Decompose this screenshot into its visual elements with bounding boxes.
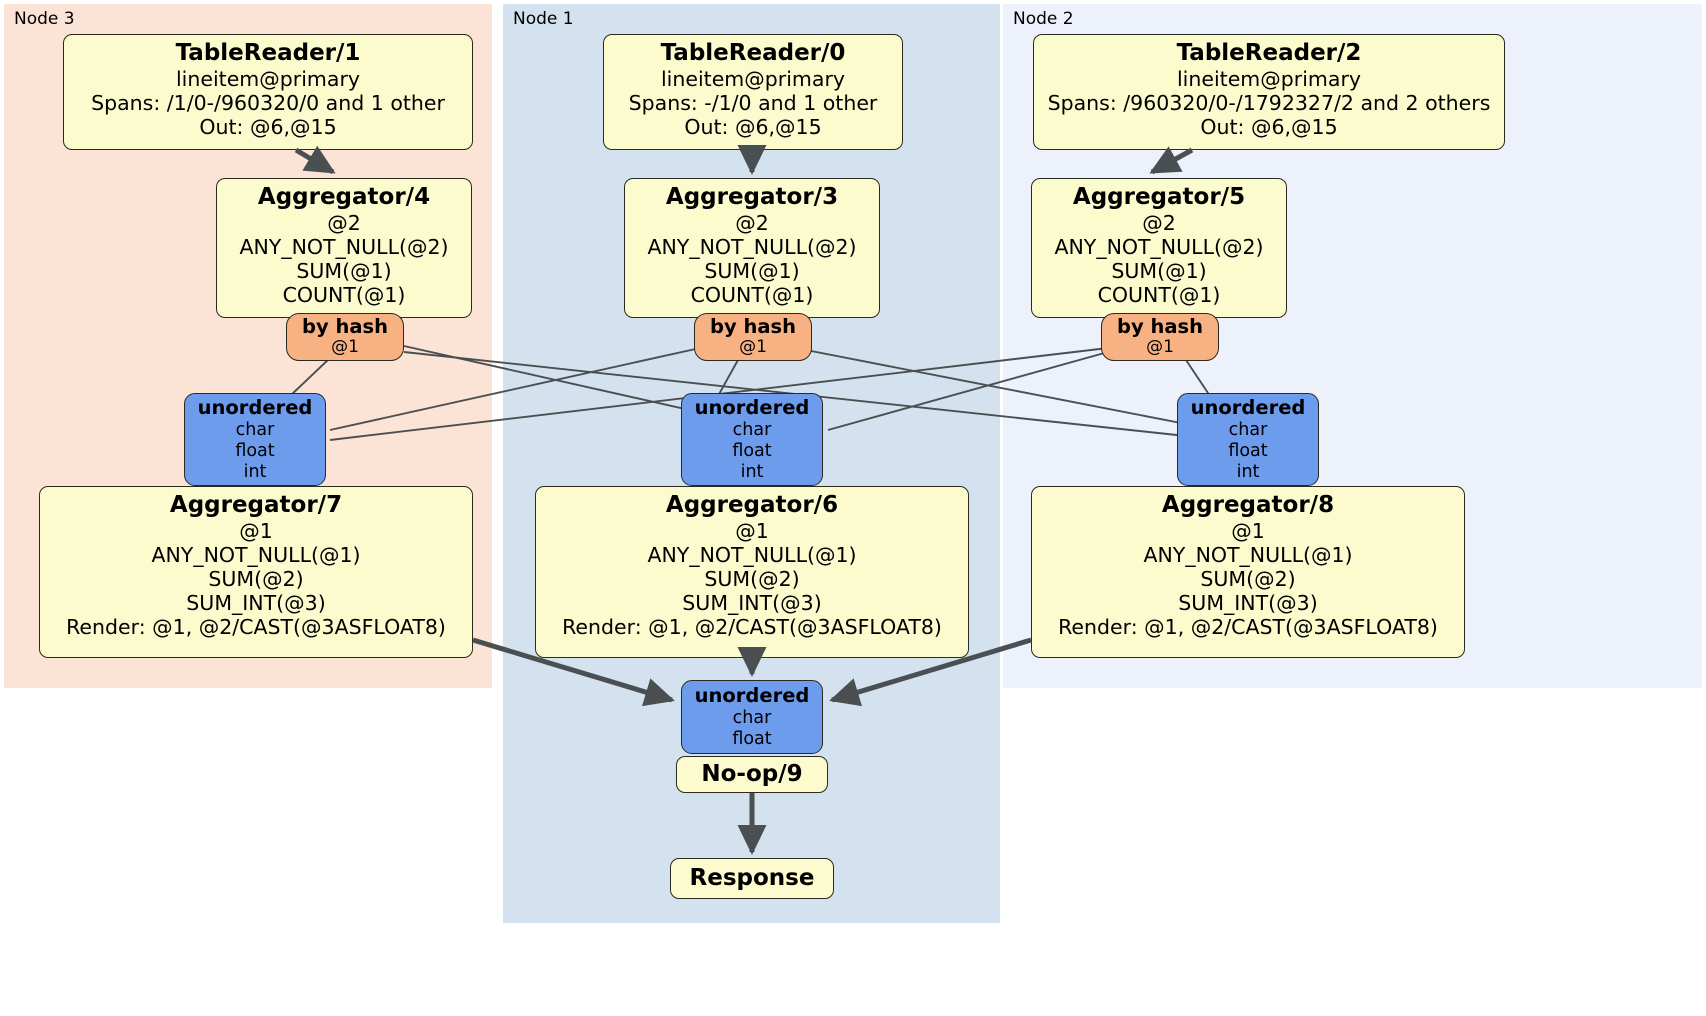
synchronizer-line: int xyxy=(740,461,764,482)
synchronizer-line: float xyxy=(235,440,275,461)
processor-line: SUM(@2) xyxy=(1200,566,1296,591)
processor-title: Aggregator/3 xyxy=(665,184,839,210)
processor-line: @1 xyxy=(735,518,769,543)
panel-node-2-label: Node 2 xyxy=(1013,9,1074,29)
processor-line: @2 xyxy=(1142,210,1176,235)
processor-title: TableReader/2 xyxy=(1176,40,1362,66)
processor-line: Render: @1, @2/CAST(@3ASFLOAT8) xyxy=(66,614,446,639)
synchronizer-unordered-final[interactable]: unordered char float xyxy=(681,680,823,754)
processor-line: SUM(@1) xyxy=(1111,258,1207,283)
processor-line: @2 xyxy=(327,210,361,235)
processor-line: SUM(@1) xyxy=(704,258,800,283)
synchronizer-title: unordered xyxy=(197,396,313,420)
router-line: @1 xyxy=(1146,337,1174,358)
processor-title: Aggregator/5 xyxy=(1072,184,1246,210)
processor-line: Out: @6,@15 xyxy=(1200,114,1338,139)
processor-line: lineitem@primary xyxy=(1176,66,1362,91)
processor-aggregator-4[interactable]: Aggregator/4 @2 ANY_NOT_NULL(@2) SUM(@1)… xyxy=(216,178,472,318)
processor-tablereader-0[interactable]: TableReader/0 lineitem@primary Spans: -/… xyxy=(603,34,903,150)
processor-tablereader-1[interactable]: TableReader/1 lineitem@primary Spans: /1… xyxy=(63,34,473,150)
router-line: @1 xyxy=(739,337,767,358)
processor-line: ANY_NOT_NULL(@1) xyxy=(151,542,361,567)
processor-line: ANY_NOT_NULL(@1) xyxy=(1143,542,1353,567)
router-by-hash-center[interactable]: by hash @1 xyxy=(694,313,812,361)
processor-line: COUNT(@1) xyxy=(282,282,406,307)
processor-aggregator-5[interactable]: Aggregator/5 @2 ANY_NOT_NULL(@2) SUM(@1)… xyxy=(1031,178,1287,318)
processor-aggregator-8[interactable]: Aggregator/8 @1 ANY_NOT_NULL(@1) SUM(@2)… xyxy=(1031,486,1465,658)
synchronizer-line: char xyxy=(235,419,275,440)
processor-line: lineitem@primary xyxy=(660,66,846,91)
synchronizer-line: int xyxy=(1236,461,1260,482)
synchronizer-unordered-left[interactable]: unordered char float int xyxy=(184,393,326,486)
processor-line: SUM(@2) xyxy=(208,566,304,591)
router-by-hash-left[interactable]: by hash @1 xyxy=(286,313,404,361)
synchronizer-line: char xyxy=(732,707,772,728)
processor-line: COUNT(@1) xyxy=(1097,282,1221,307)
processor-line: Spans: -/1/0 and 1 other xyxy=(628,90,878,115)
synchronizer-title: unordered xyxy=(694,684,810,708)
processor-line: SUM_INT(@3) xyxy=(682,590,822,615)
synchronizer-line: int xyxy=(243,461,267,482)
processor-line: ANY_NOT_NULL(@2) xyxy=(239,234,449,259)
panel-node-3-label: Node 3 xyxy=(14,9,75,29)
processor-line: @2 xyxy=(735,210,769,235)
router-by-hash-right[interactable]: by hash @1 xyxy=(1101,313,1219,361)
processor-aggregator-3[interactable]: Aggregator/3 @2 ANY_NOT_NULL(@2) SUM(@1)… xyxy=(624,178,880,318)
synchronizer-line: float xyxy=(1228,440,1268,461)
router-line: @1 xyxy=(331,337,359,358)
router-title: by hash xyxy=(710,315,796,339)
processor-line: Spans: /1/0-/960320/0 and 1 other xyxy=(91,90,445,115)
processor-line: ANY_NOT_NULL(@1) xyxy=(647,542,857,567)
synchronizer-title: unordered xyxy=(1190,396,1306,420)
processor-line: SUM(@2) xyxy=(704,566,800,591)
processor-aggregator-6[interactable]: Aggregator/6 @1 ANY_NOT_NULL(@1) SUM(@2)… xyxy=(535,486,969,658)
processor-line: SUM(@1) xyxy=(296,258,392,283)
processor-line: Render: @1, @2/CAST(@3ASFLOAT8) xyxy=(562,614,942,639)
processor-aggregator-7[interactable]: Aggregator/7 @1 ANY_NOT_NULL(@1) SUM(@2)… xyxy=(39,486,473,658)
processor-line: Out: @6,@15 xyxy=(684,114,822,139)
processor-line: Out: @6,@15 xyxy=(199,114,337,139)
synchronizer-title: unordered xyxy=(694,396,810,420)
processor-line: Render: @1, @2/CAST(@3ASFLOAT8) xyxy=(1058,614,1438,639)
synchronizer-line: float xyxy=(732,440,772,461)
processor-title: Aggregator/6 xyxy=(665,492,839,518)
processor-line: COUNT(@1) xyxy=(690,282,814,307)
processor-line: @1 xyxy=(1231,518,1265,543)
processor-title: No-op/9 xyxy=(701,761,803,788)
synchronizer-line: float xyxy=(732,728,772,749)
synchronizer-unordered-right[interactable]: unordered char float int xyxy=(1177,393,1319,486)
synchronizer-line: char xyxy=(1228,419,1268,440)
router-title: by hash xyxy=(1117,315,1203,339)
processor-line: ANY_NOT_NULL(@2) xyxy=(1054,234,1264,259)
processor-line: SUM_INT(@3) xyxy=(186,590,326,615)
processor-line: ANY_NOT_NULL(@2) xyxy=(647,234,857,259)
synchronizer-line: char xyxy=(732,419,772,440)
processor-title: Aggregator/8 xyxy=(1161,492,1335,518)
processor-title: TableReader/0 xyxy=(660,40,846,66)
processor-line: @1 xyxy=(239,518,273,543)
processor-title: Response xyxy=(689,865,815,892)
processor-response[interactable]: Response xyxy=(670,858,834,899)
synchronizer-unordered-center[interactable]: unordered char float int xyxy=(681,393,823,486)
processor-title: TableReader/1 xyxy=(175,40,361,66)
processor-line: Spans: /960320/0-/1792327/2 and 2 others xyxy=(1047,90,1491,115)
processor-line: lineitem@primary xyxy=(175,66,361,91)
processor-title: Aggregator/4 xyxy=(257,184,431,210)
panel-node-1-label: Node 1 xyxy=(513,9,574,29)
router-title: by hash xyxy=(302,315,388,339)
processor-noop-9[interactable]: No-op/9 xyxy=(676,756,828,793)
processor-title: Aggregator/7 xyxy=(169,492,343,518)
processor-line: SUM_INT(@3) xyxy=(1178,590,1318,615)
processor-tablereader-2[interactable]: TableReader/2 lineitem@primary Spans: /9… xyxy=(1033,34,1505,150)
